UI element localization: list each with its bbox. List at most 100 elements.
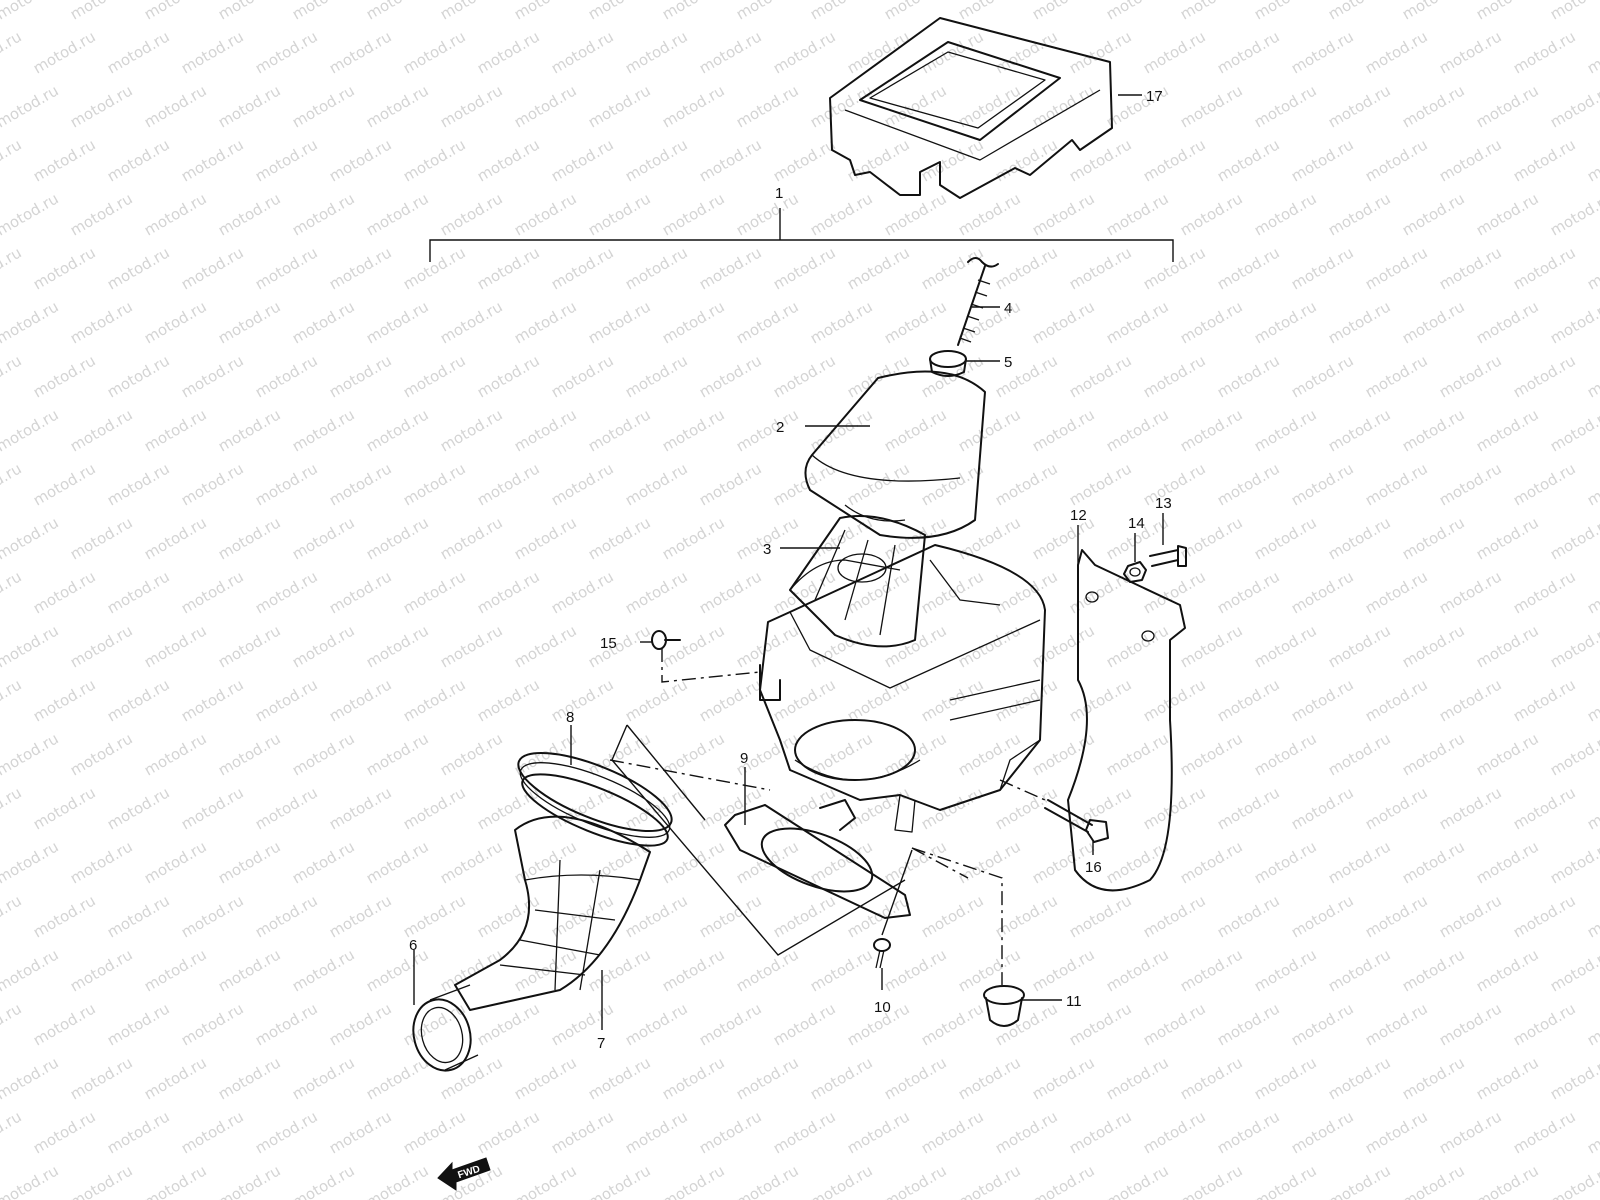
callout-10: 10 — [874, 999, 891, 1016]
watermark-text: motod.ru — [0, 513, 62, 563]
watermark-text: motod.ru — [1325, 189, 1394, 239]
watermark-text: motod.ru — [1473, 405, 1542, 455]
watermark-text: motod.ru — [659, 297, 728, 347]
watermark-text: motod.ru — [474, 459, 543, 509]
watermark-text: motod.ru — [1325, 81, 1394, 131]
watermark-text: motod.ru — [696, 27, 765, 77]
watermark-text: motod.ru — [1399, 0, 1468, 23]
watermark-text: motod.ru — [844, 567, 913, 617]
watermark-text: motod.ru — [326, 675, 395, 725]
watermark-text: motod.ru — [1473, 1053, 1542, 1103]
watermark-text: motod.ru — [733, 945, 802, 995]
part-7-intake-boot — [454, 815, 651, 1011]
callout-4: 4 — [1004, 300, 1012, 317]
watermark-text: motod.ru — [363, 0, 432, 23]
watermark-text: motod.ru — [289, 621, 358, 671]
watermark-text: motod.ru — [881, 81, 950, 131]
watermark-text: motod.ru — [363, 621, 432, 671]
watermark-text: motod.ru — [30, 135, 99, 185]
watermark-text: motod.ru — [289, 0, 358, 23]
watermark-text: motod.ru — [733, 0, 802, 23]
watermark-text: motod.ru — [622, 675, 691, 725]
watermark-text: motod.ru — [548, 135, 617, 185]
watermark-text: motod.ru — [1103, 621, 1172, 671]
watermark-text: motod.ru — [1214, 567, 1283, 617]
watermark-text: motod.ru — [141, 189, 210, 239]
watermark-text: motod.ru — [807, 1053, 876, 1103]
watermark-text: motod.ru — [289, 405, 358, 455]
watermark-text: motod.ru — [1251, 81, 1320, 131]
watermark-text: motod.ru — [1547, 945, 1600, 995]
watermark-text: motod.ru — [1547, 837, 1600, 887]
callout-2: 2 — [776, 419, 784, 436]
watermark-text: motod.ru — [30, 351, 99, 401]
watermark-text: motod.ru — [585, 621, 654, 671]
watermark-text: motod.ru — [363, 81, 432, 131]
watermark-text: motod.ru — [622, 351, 691, 401]
watermark-text: motod.ru — [1288, 567, 1357, 617]
part-11-drain-cap — [983, 985, 1025, 1027]
watermark-text: motod.ru — [326, 243, 395, 293]
watermark-text: motod.ru — [770, 1107, 839, 1157]
watermark-text: motod.ru — [326, 999, 395, 1049]
watermark-text: motod.ru — [1214, 999, 1283, 1049]
watermark-text: motod.ru — [1362, 27, 1431, 77]
watermark-text: motod.ru — [252, 891, 321, 941]
watermark-text: motod.ru — [1029, 405, 1098, 455]
watermark-text: motod.ru — [1066, 1107, 1135, 1157]
watermark-text: motod.ru — [585, 405, 654, 455]
watermark-text: motod.ru — [1177, 513, 1246, 563]
watermark-text: motod.ru — [1140, 27, 1209, 77]
callout-5: 5 — [1004, 354, 1012, 371]
watermark-text: motod.ru — [326, 567, 395, 617]
watermark-text: motod.ru — [1066, 351, 1135, 401]
watermark-text: motod.ru — [807, 189, 876, 239]
watermark-text: motod.ru — [1103, 729, 1172, 779]
watermark-text: motod.ru — [1177, 945, 1246, 995]
watermark-text: motod.ru — [437, 81, 506, 131]
watermark-text: motod.ru — [252, 999, 321, 1049]
watermark-text: motod.ru — [733, 405, 802, 455]
watermark-text: motod.ru — [289, 513, 358, 563]
watermark-text: motod.ru — [511, 0, 580, 23]
watermark-text: motod.ru — [881, 1053, 950, 1103]
watermark-text: motod.ru — [0, 891, 25, 941]
watermark-text: motod.ru — [1510, 783, 1579, 833]
watermark-text: motod.ru — [918, 1107, 987, 1157]
watermark-text: motod.ru — [1214, 459, 1283, 509]
watermark-text: motod.ru — [0, 621, 62, 671]
watermark-text: motod.ru — [696, 459, 765, 509]
watermark-text: motod.ru — [511, 189, 580, 239]
watermark-text: motod.ru — [1362, 567, 1431, 617]
watermark-text: motod.ru — [67, 837, 136, 887]
watermark-text: motod.ru — [733, 189, 802, 239]
watermark-text: motod.ru — [67, 81, 136, 131]
watermark-text: motod.ru — [992, 135, 1061, 185]
watermark-text: motod.ru — [1140, 351, 1209, 401]
watermark-text: motod.ru — [326, 783, 395, 833]
watermark-text: motod.ru — [659, 837, 728, 887]
watermark-text: motod.ru — [585, 0, 654, 23]
part-10-screw — [873, 938, 891, 969]
watermark-text: motod.ru — [844, 351, 913, 401]
watermark-text: motod.ru — [0, 675, 25, 725]
watermark-text: motod.ru — [1288, 783, 1357, 833]
watermark-text: motod.ru — [67, 405, 136, 455]
watermark-text: motod.ru — [918, 999, 987, 1049]
watermark-text: motod.ru — [659, 1053, 728, 1103]
watermark-text: motod.ru — [1251, 405, 1320, 455]
watermark-text: motod.ru — [67, 621, 136, 671]
watermark-text: motod.ru — [1140, 243, 1209, 293]
watermark-text: motod.ru — [178, 567, 247, 617]
watermark-text: motod.ru — [326, 891, 395, 941]
watermark-text: motod.ru — [1140, 783, 1209, 833]
watermark-text: motod.ru — [548, 27, 617, 77]
watermark-text: motod.ru — [0, 27, 25, 77]
watermark-text: motod.ru — [104, 351, 173, 401]
leader-lines — [413, 94, 1164, 1030]
watermark-text: motod.ru — [1584, 567, 1600, 617]
watermark-text: motod.ru — [400, 567, 469, 617]
watermark-text: motod.ru — [1510, 351, 1579, 401]
watermark-text: motod.ru — [1547, 0, 1600, 23]
